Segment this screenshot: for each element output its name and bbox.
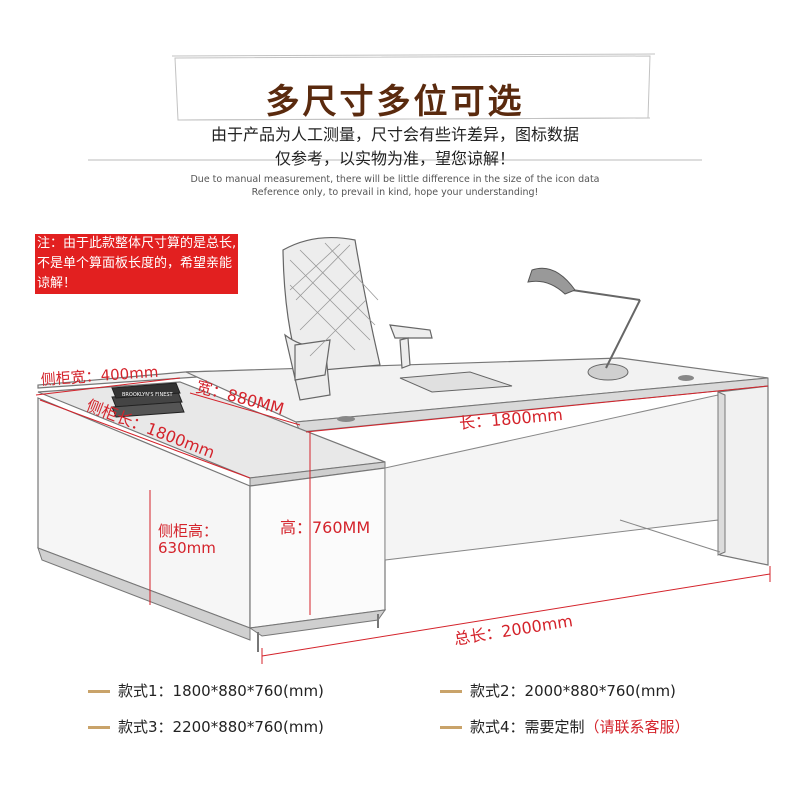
english-line-1: Due to manual measurement, there will be…: [190, 174, 600, 185]
grommet: [337, 416, 355, 422]
spec-bar: [440, 690, 462, 693]
spec-style-1: 款式1：1800*880*760(mm): [88, 680, 324, 701]
description-line-2: 仅参考，以实物为准，望您谅解！: [274, 149, 515, 168]
notice-line-1: 注：由于此款整体尺寸算的是总长,: [37, 234, 237, 254]
header-frame: [171, 53, 656, 121]
notice-line-2: 不是单个算面板长度的，希望亲能: [37, 254, 233, 274]
notice-line-3: 谅解！: [37, 274, 77, 294]
spec-bar: [440, 726, 462, 729]
contact-service-note: （请联系客服）: [584, 718, 690, 736]
book-stack: [111, 382, 185, 418]
dim-side-height-label: 侧柜高：: [158, 522, 219, 540]
dim-height: 高：760MM: [280, 518, 371, 537]
spec-style-2: 款式2：2000*880*760(mm): [440, 680, 676, 701]
page-title: 多尺寸多位可选: [265, 82, 525, 122]
side-cabinet-base: [37, 547, 251, 641]
description-line-1: 由于产品为人工测量，尺寸会有些许差异，图标数据: [210, 125, 579, 144]
spec-bar: [88, 726, 110, 729]
english-line-2: Reference only, to prevail in kind, hope…: [251, 187, 539, 198]
chair-quilting: [289, 242, 379, 357]
book-label: BROOKLYN'S FINEST: [122, 392, 174, 398]
office-chair: [282, 236, 433, 401]
desk-lamp: [527, 267, 641, 381]
grommet: [678, 375, 694, 381]
spec-bar: [88, 690, 110, 693]
desk-pad: [399, 371, 513, 393]
red-notice: 注：由于此款整体尺寸算的是总长, 不是单个算面板长度的，希望亲能 谅解！: [35, 234, 239, 294]
spec-style-3: 款式3：2200*880*760(mm): [88, 716, 324, 737]
dim-side-height-value: 630mm: [158, 539, 216, 557]
side-cabinet-side: [249, 467, 386, 629]
spec-style-4: 款式4：需要定制（请联系客服）: [440, 716, 690, 737]
dimension-lines: [35, 377, 771, 664]
